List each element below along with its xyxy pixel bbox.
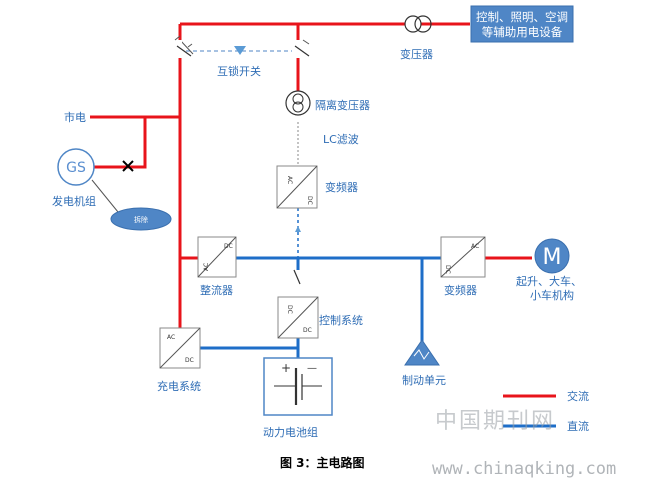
control-system-dc-top: DC bbox=[286, 305, 293, 314]
watermark-url: www.chinaqking.com bbox=[432, 459, 616, 479]
interlock-triangle-icon bbox=[234, 46, 246, 55]
legend-ac-label: 交流 bbox=[567, 389, 589, 403]
figure-caption: 图 3：主电路图 bbox=[280, 455, 365, 470]
brake-unit-label: 制动单元 bbox=[402, 374, 446, 387]
inverter-top-box: AC DC bbox=[276, 165, 318, 209]
rectifier-box: DC AC bbox=[197, 236, 237, 278]
control-system-dc-bottom: DC bbox=[303, 327, 312, 334]
inverter-top-label: 变频器 bbox=[325, 180, 358, 194]
legend-dc-label: 直流 bbox=[567, 419, 589, 433]
motor-label-line1: 起升、大车、 bbox=[516, 274, 582, 288]
main-transformer-label: 变压器 bbox=[400, 47, 433, 61]
battery-pack: + — bbox=[263, 357, 333, 416]
motor-symbol: M bbox=[543, 245, 562, 270]
city-power-label: 市电 bbox=[64, 110, 86, 124]
remove-callout-line bbox=[91, 179, 119, 213]
interlock-switch-left bbox=[174, 35, 194, 58]
motor-label-line2: 小车机构 bbox=[530, 288, 574, 302]
control-system-box: DC DC bbox=[277, 296, 319, 339]
dc-bus-switch-icon bbox=[293, 269, 301, 285]
control-system-label: 控制系统 bbox=[319, 313, 363, 327]
ac-lines bbox=[90, 22, 556, 398]
lc-filter-label: LC滤波 bbox=[323, 133, 359, 146]
rectifier-ac: AC bbox=[203, 263, 210, 271]
generator-set-label: 发电机组 bbox=[52, 194, 96, 208]
charging-system-ac: AC bbox=[167, 334, 175, 341]
auxiliary-box-line1: 控制、照明、空调 bbox=[476, 10, 568, 24]
main-transformer-icon bbox=[404, 15, 432, 33]
dc-lines bbox=[198, 256, 556, 428]
ac-generator-line bbox=[92, 117, 147, 169]
auxiliary-equipment-box: 控制、照明、空调 等辅助用电设备 bbox=[470, 5, 574, 43]
charging-system-dc: DC bbox=[185, 357, 194, 364]
inverter-right-dc: DC bbox=[444, 265, 451, 274]
inverter-right-label: 变频器 bbox=[444, 283, 477, 297]
charging-system-label: 充电系统 bbox=[157, 379, 201, 393]
inverter-right-box: AC DC bbox=[440, 236, 486, 278]
battery-pack-label: 动力电池组 bbox=[263, 425, 318, 439]
auxiliary-box-line2: 等辅助用电设备 bbox=[482, 25, 563, 39]
battery-plus-sign: + bbox=[281, 361, 291, 375]
remove-label: 拆除 bbox=[134, 215, 148, 224]
interlock-switch-label: 互锁开关 bbox=[217, 64, 261, 78]
watermark-title: 中国期刊网 bbox=[435, 409, 555, 434]
inverter-top-dc: DC bbox=[306, 196, 313, 205]
isolation-transformer-icon bbox=[285, 90, 311, 116]
brake-unit-icon bbox=[404, 339, 440, 366]
isolation-transformer-label: 隔离变压器 bbox=[315, 98, 370, 112]
removed-x-icon bbox=[122, 160, 134, 172]
rectifier-dc: DC bbox=[224, 243, 233, 250]
motor-icon: M bbox=[534, 238, 570, 274]
battery-minus-sign: — bbox=[307, 363, 317, 374]
inverter-right-ac: AC bbox=[471, 243, 479, 250]
generator-symbol: GS bbox=[66, 160, 86, 176]
dc-arrow-icon bbox=[295, 226, 301, 232]
remove-note: 拆除 bbox=[110, 207, 172, 231]
generator-icon: GS bbox=[57, 148, 95, 186]
interlock-switch-right bbox=[294, 39, 310, 58]
inverter-top-ac: AC bbox=[286, 176, 293, 184]
charging-system-box: AC DC bbox=[159, 327, 201, 369]
rectifier-label: 整流器 bbox=[200, 283, 233, 297]
